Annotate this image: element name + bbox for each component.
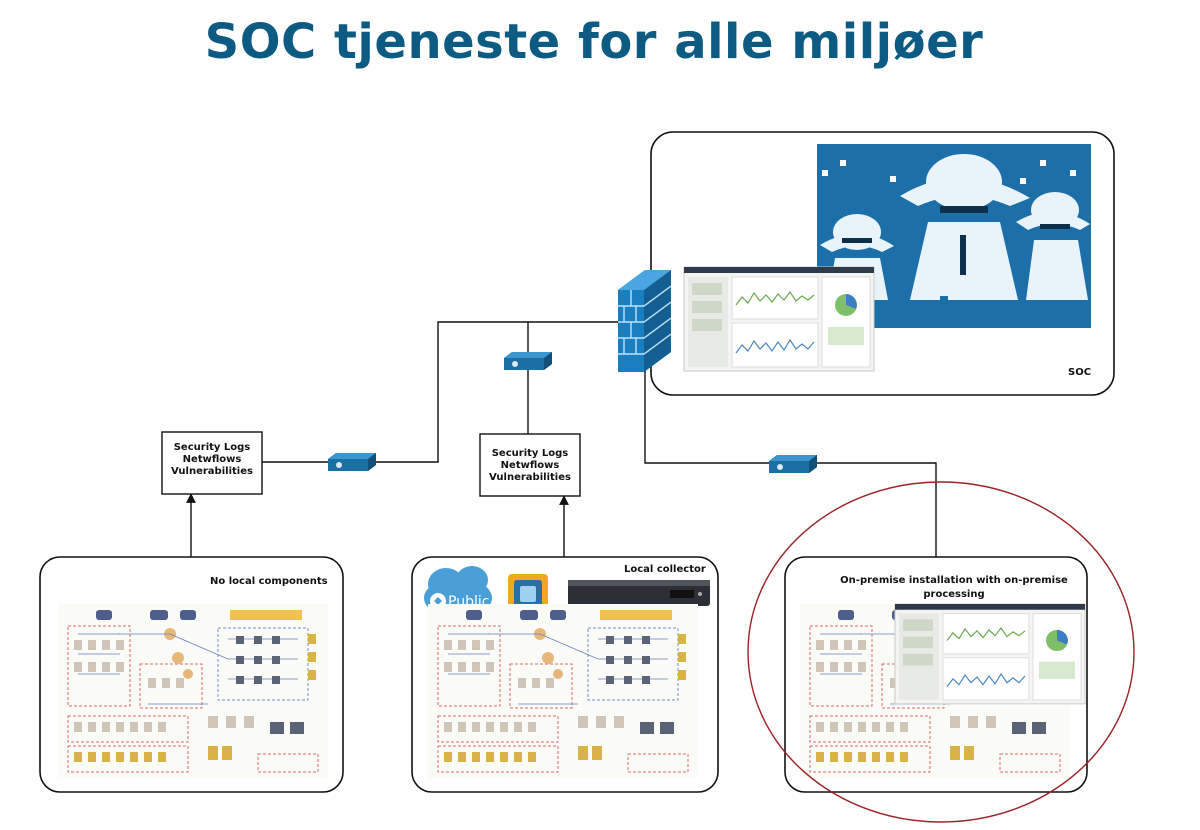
deployment-card-local-collector: Local collector Public [411,556,719,793]
info-line-netflows: Netwflows [501,460,560,471]
hat-spies-illustration [817,144,1091,328]
card-title: No local components [210,576,328,587]
deployment-card-on-premise: On-premise installation with on-premise … [784,556,1088,793]
info-box-middle: Security Logs Netwflows Vulnerabilities [479,433,581,497]
info-box-left: Security Logs Netwflows Vulnerabilities [161,431,263,495]
info-line-netflows: Netwflows [183,454,242,465]
info-line-security-logs: Security Logs [174,442,251,453]
network-diagram-thumbnail [427,603,699,780]
network-diagram-thumbnail [57,603,329,780]
info-line-security-logs: Security Logs [492,448,569,459]
page-title: SOC tjeneste for alle miljøer [204,14,984,70]
info-line-vulnerabilities: Vulnerabilities [489,472,571,483]
on-premise-dashboard-screenshot [894,603,1086,705]
soc-card: SOC [650,131,1115,396]
soc-label: SOC [1068,367,1091,378]
sensor-device-icon [328,453,376,471]
highlight-circle [747,481,1135,823]
soc-dashboard-screenshot [683,266,875,372]
sensor-device-icon [769,455,817,473]
info-line-vulnerabilities: Vulnerabilities [171,466,253,477]
deployment-card-no-local: No local components [39,556,344,793]
card-title-line-2: processing [923,589,984,600]
card-title: Local collector [624,564,706,575]
appliance-server-icon [568,580,710,606]
sensor-device-icon [504,352,552,370]
firewall-brick-icon [618,270,672,372]
card-title: On-premise installation with on-premise [840,575,1068,586]
